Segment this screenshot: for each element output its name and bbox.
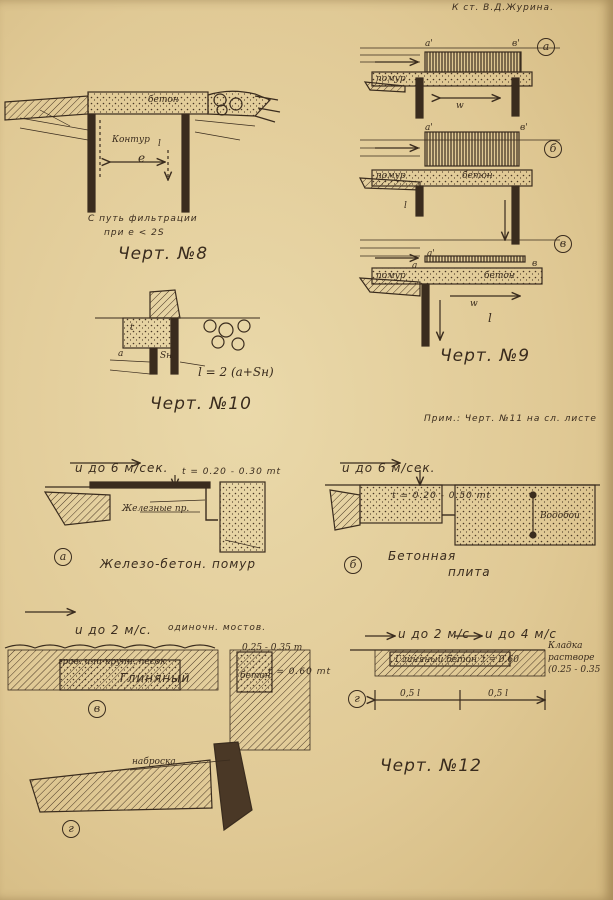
fig8-sketch xyxy=(4,90,281,213)
fig12-variant-g-right: г xyxy=(348,690,366,708)
fig12-right-thickness: t = 0.60 xyxy=(482,655,519,665)
fig11a-variant: а xyxy=(54,548,72,566)
fig9-l0-3: l xyxy=(488,311,492,325)
fig9-concrete-3: бетон xyxy=(484,271,515,281)
fig8-concrete-label: бетон xyxy=(148,95,179,105)
fig12-right-speed1: u до 2 м/с xyxy=(398,627,471,641)
fig12-right-speed2: u до 4 м/с xyxy=(485,627,558,641)
fig12-clay: Глиняный xyxy=(120,671,191,685)
fig12-side-note-3: (0.25 - 0.35 xyxy=(548,665,601,675)
fig12-side-note-1: Кладка xyxy=(548,641,583,651)
fig12-thickness: t = 0.60 mt xyxy=(268,667,331,677)
fig10-formula: l = 2 (a+Sн) xyxy=(198,365,274,379)
fig11b-caption-1: Бетонная xyxy=(388,549,457,563)
fig9-variant-b: б xyxy=(544,140,562,158)
fig12-concrete: бетон xyxy=(240,671,271,681)
fig12-variant-v: в xyxy=(88,700,106,718)
fig11a-thickness: t = 0.20 - 0.30 mt xyxy=(182,467,281,477)
fig9-w-3: w xyxy=(470,299,478,309)
fig9-l0-2: l xyxy=(404,201,407,211)
fig12-paving: одиночн. мостов. xyxy=(168,623,267,633)
source-note: К ст. В.Д.Журина. xyxy=(452,3,554,13)
fig11b-well: Водобой xyxy=(540,511,580,521)
fig11b-variant: б xyxy=(344,556,362,574)
fig10-sketch xyxy=(95,289,260,375)
fig12-dim1: 0,5 l xyxy=(400,689,421,699)
fig9-a-prime-3: а' xyxy=(427,249,435,259)
fig12-top-thickness: 0.25 - 0.35 m xyxy=(242,643,303,653)
fig12-left-sketch xyxy=(4,612,311,832)
fig10-t-label: t xyxy=(130,323,134,333)
fig10-caption: Черт. №10 xyxy=(150,394,252,414)
fig10-s-label: Sн xyxy=(160,351,173,361)
fig9-w-1: w xyxy=(456,101,464,111)
fig11a-caption: Железо-бетон. помур xyxy=(100,557,256,571)
fig9-caption: Черт. №9 xyxy=(440,346,531,366)
fig9-variant-a: а xyxy=(537,38,555,56)
fig11a-speed: u до 6 м/сек. xyxy=(75,461,169,475)
fig12-clay-concrete: Глиняный бетон xyxy=(395,655,477,665)
fig11a-rails: Железные пр. xyxy=(122,504,190,514)
fig12-variant-g-left: г xyxy=(62,820,80,838)
fig11b-caption-2: плита xyxy=(448,565,491,579)
fig9-a-prime-1: а' xyxy=(425,39,433,49)
fig12-riprap: наброска xyxy=(132,757,176,767)
fig8-e-label: e xyxy=(138,151,146,165)
fig12-right-sketch xyxy=(350,636,545,710)
fig11b-sketch xyxy=(325,463,600,546)
note-fig11: Прим.: Черт. №11 на сл. листе xyxy=(424,414,597,424)
fig12-gravel: грав. или крупн. песок xyxy=(58,657,166,667)
fig9-pomur-2: помур xyxy=(376,171,406,181)
fig12-left-speed: u до 2 м/с. xyxy=(75,623,152,637)
fig9-variant-v: в xyxy=(554,235,572,253)
fig12-dim2: 0,5 l xyxy=(488,689,509,699)
fig11a-sketch xyxy=(43,463,266,553)
fig8-contour-label: Контур xyxy=(112,135,150,145)
fig12-side-note-2: растворе xyxy=(548,653,595,663)
fig9-sketch xyxy=(358,47,560,347)
fig9-a-3: a xyxy=(412,261,418,271)
fig9-v-prime-1: в' xyxy=(512,39,520,49)
fig9-concrete-2: бетон xyxy=(462,171,493,181)
fig11b-thickness: t = 0.20 - 0.50 mt xyxy=(392,491,491,501)
fig9-v-prime-2: в' xyxy=(520,123,528,133)
fig11b-speed: u до 6 м/сек. xyxy=(342,461,436,475)
fig9-pomur-1: помур xyxy=(376,74,406,84)
fig8-note-line2: при e < 2S xyxy=(104,228,165,238)
fig10-a-label: a xyxy=(118,349,124,359)
fig8-note-line1: С путь фильтрации xyxy=(88,214,198,224)
fig8-l-label: l xyxy=(158,139,161,149)
fig8-caption: Черт. №8 xyxy=(118,244,209,264)
fig12-caption: Черт. №12 xyxy=(380,756,482,776)
fig9-pomur-3: помур xyxy=(376,271,406,281)
fig9-v-3: в xyxy=(532,259,538,269)
fig9-a-prime-2: а' xyxy=(425,123,433,133)
